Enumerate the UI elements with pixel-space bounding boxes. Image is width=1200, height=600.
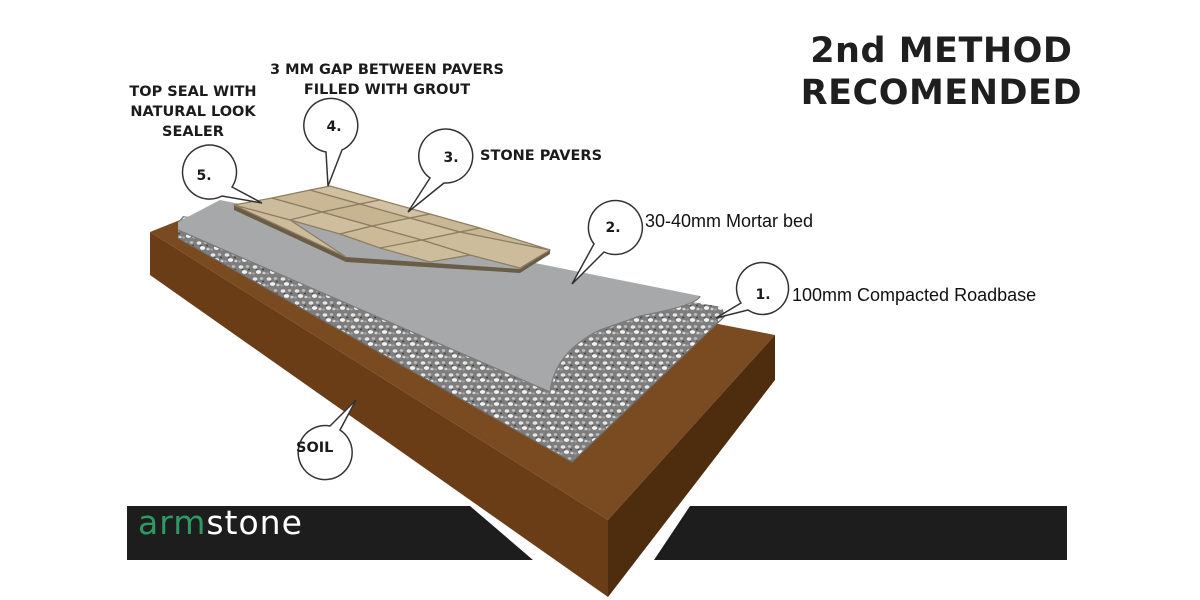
callout-bubble (571, 199, 644, 285)
callout-5: 5. (181, 144, 263, 204)
logo-banner (127, 506, 533, 560)
label-roadbase: 100mm Compacted Roadbase (792, 285, 1037, 305)
heading-line-2: RECOMENDED (800, 73, 1082, 113)
paver-shadow (234, 205, 550, 273)
callout-bubble (181, 144, 263, 204)
callout-bubble (407, 128, 474, 213)
heading-line-1: 2nd METHOD (810, 31, 1073, 71)
callout-4: 4. (303, 97, 359, 187)
soil-front (150, 232, 608, 597)
label-stone-pavers: STONE PAVERS (480, 148, 603, 164)
label-line: 3 MM GAP BETWEEN PAVERS (270, 62, 504, 78)
callout-1: 1. (715, 261, 790, 319)
label-grout-gap: 3 MM GAP BETWEEN PAVERS FILLED WITH GROU… (258, 60, 516, 100)
label-mortar-bed: 30-40mm Mortar bed (645, 211, 814, 231)
armstone-logo: armstone (138, 503, 303, 543)
logo-part-arm: arm (138, 503, 207, 542)
label-line: NATURAL LOOK (130, 104, 256, 120)
stone-pavers (233, 185, 551, 273)
callout-2: 2. (571, 199, 644, 285)
label-top-seal: TOP SEAL WITH NATURAL LOOK SEALER (118, 82, 268, 142)
callout-number: 5. (196, 168, 211, 184)
paver (459, 227, 551, 251)
label-line: FILLED WITH GROUT (303, 82, 471, 98)
callout-number: 1. (755, 287, 770, 303)
paver (421, 231, 551, 269)
callout-number: 3. (443, 150, 458, 166)
right-banner (654, 506, 1067, 560)
label-soil: SOIL (296, 440, 334, 456)
callout-bubble (297, 399, 357, 481)
label-line: TOP SEAL WITH (129, 84, 257, 100)
soil-side (608, 335, 775, 597)
callout-number: 2. (605, 220, 620, 236)
callout-bubble (303, 97, 359, 187)
logo-part-stone: stone (206, 503, 303, 542)
callout-number: 4. (326, 119, 341, 135)
method-heading: 2nd METHOD RECOMENDED (801, 30, 1082, 114)
label-line: SEALER (162, 124, 224, 140)
callout-3: 3. (407, 128, 474, 213)
paver (233, 204, 347, 258)
callout-bubble (715, 261, 790, 319)
callout-soil (297, 399, 357, 481)
mortar-bed-layer (178, 200, 700, 392)
